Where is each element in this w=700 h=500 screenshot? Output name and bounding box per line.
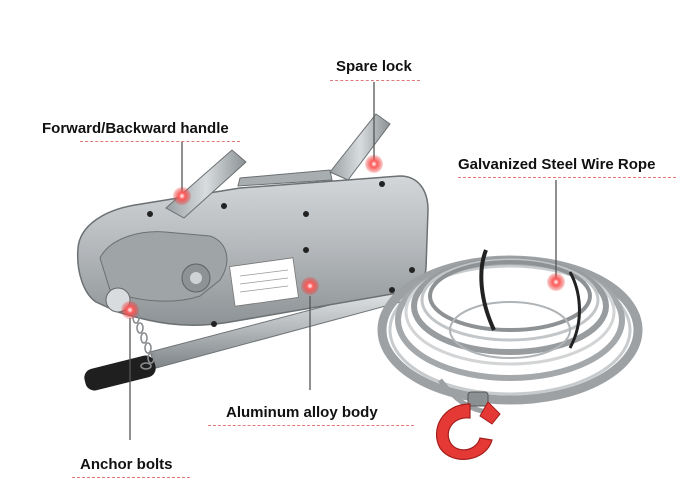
marker-aluminum-body [301, 277, 319, 295]
label-spare-lock: Spare lock [336, 58, 412, 75]
underline-anchor-bolts [72, 477, 190, 478]
marker-forward-backward-handle [173, 187, 191, 205]
label-galvanized-wire-rope: Galvanized Steel Wire Rope [458, 156, 656, 173]
label-anchor-bolts: Anchor bolts [80, 456, 173, 473]
wire-rope-coil [377, 249, 643, 415]
spare-lock-lever [329, 113, 391, 181]
marker-anchor-bolts [121, 301, 139, 319]
underline-forward-backward-handle [80, 141, 240, 142]
label-forward-backward-handle: Forward/Backward handle [42, 120, 229, 137]
underline-aluminum-body [208, 425, 414, 426]
underline-spare-lock [330, 80, 420, 81]
underline-galvanized-wire-rope [458, 177, 676, 178]
marker-wire-rope [547, 273, 565, 291]
callout-markers [121, 155, 565, 319]
anchor-chain [132, 312, 155, 370]
label-aluminum-body: Aluminum alloy body [226, 404, 378, 421]
marker-spare-lock [365, 155, 383, 173]
red-hook [435, 391, 501, 460]
